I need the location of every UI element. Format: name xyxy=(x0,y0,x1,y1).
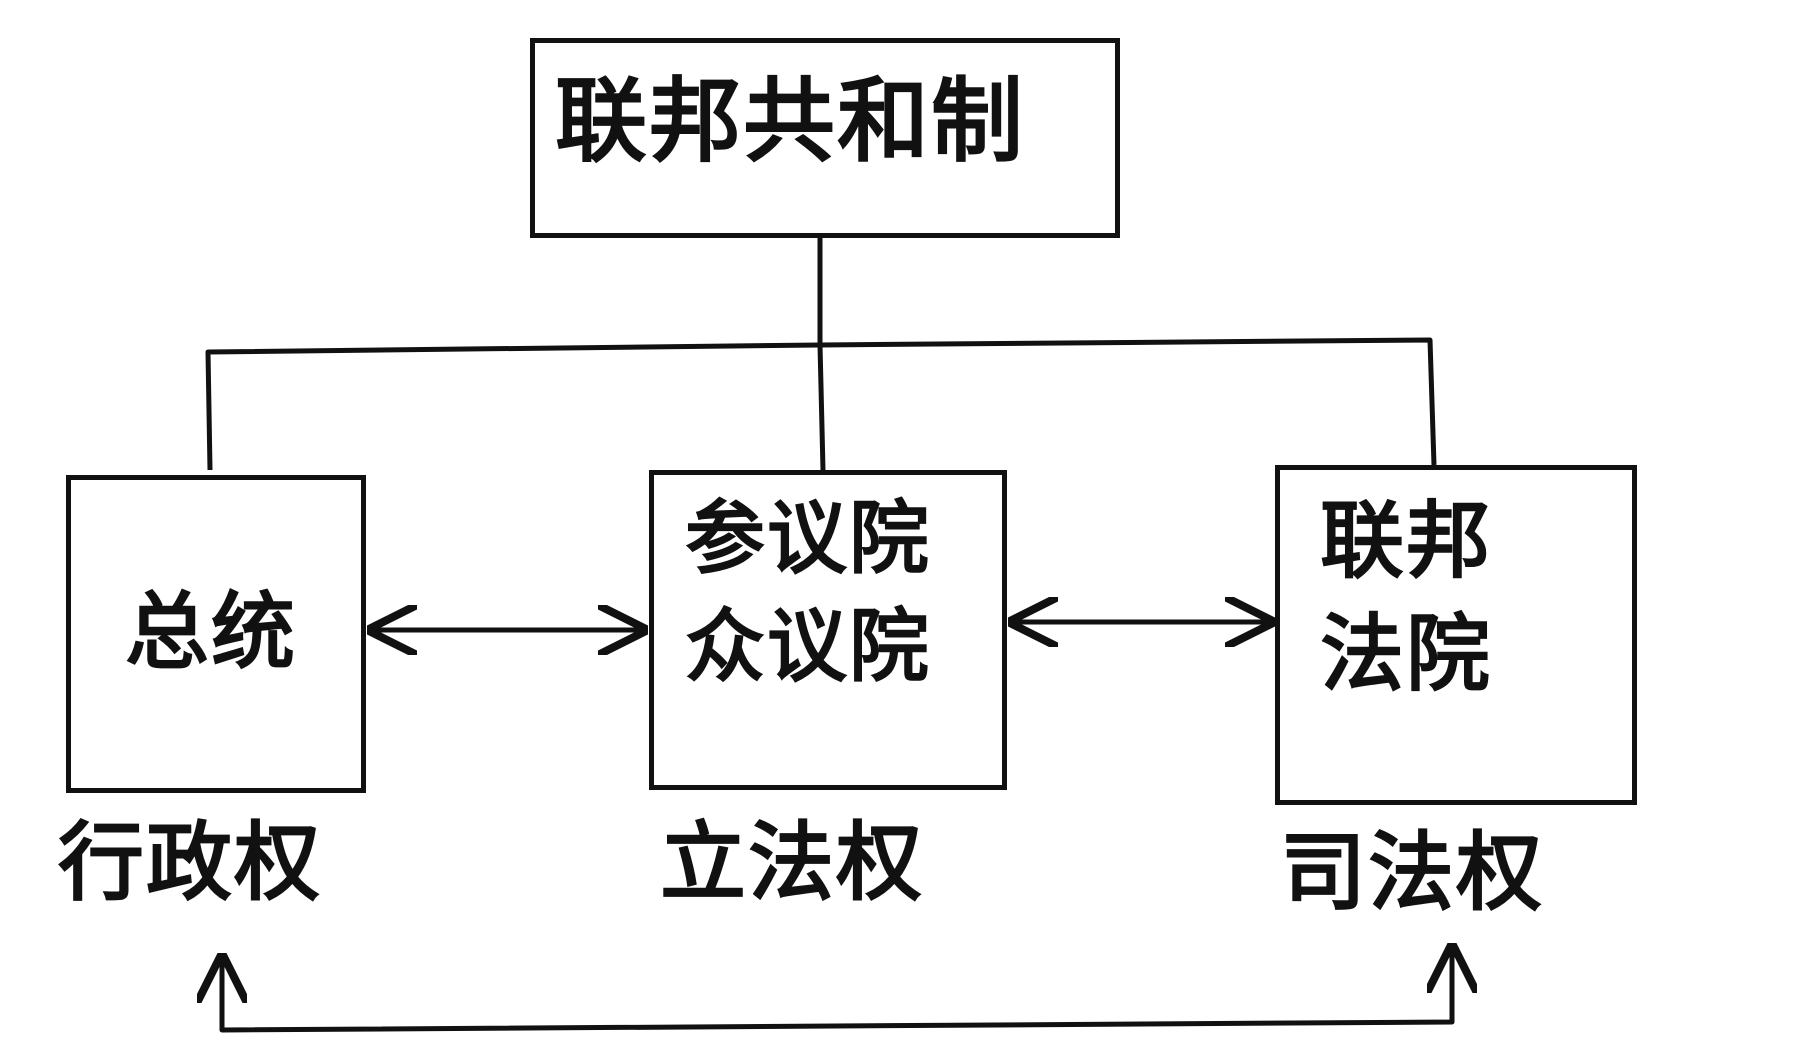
executive-power-label: 行政权 xyxy=(58,813,322,913)
legislature-stem-line xyxy=(817,344,826,471)
judiciary-line-1: 联邦 xyxy=(1320,492,1493,590)
root-box xyxy=(530,38,1120,238)
house-label: 众议院 xyxy=(685,600,931,693)
judiciary-line-2: 法院 xyxy=(1320,605,1493,704)
legislature-names: 参议院 众议院 xyxy=(685,485,931,701)
senate-label: 参议院 xyxy=(685,492,931,585)
exec-judicial-bottom-arrow xyxy=(222,948,1452,1033)
root-title: 联邦共和制 xyxy=(555,68,1026,175)
judicial-power-label: 司法权 xyxy=(1280,823,1544,923)
executive-box xyxy=(66,475,366,793)
judiciary-names: 联邦 法院 xyxy=(1320,485,1492,712)
legislature-box xyxy=(649,470,1007,790)
executive-name: 总统 xyxy=(125,583,298,681)
legislative-power-label: 立法权 xyxy=(660,813,924,913)
judiciary-box xyxy=(1275,465,1637,805)
